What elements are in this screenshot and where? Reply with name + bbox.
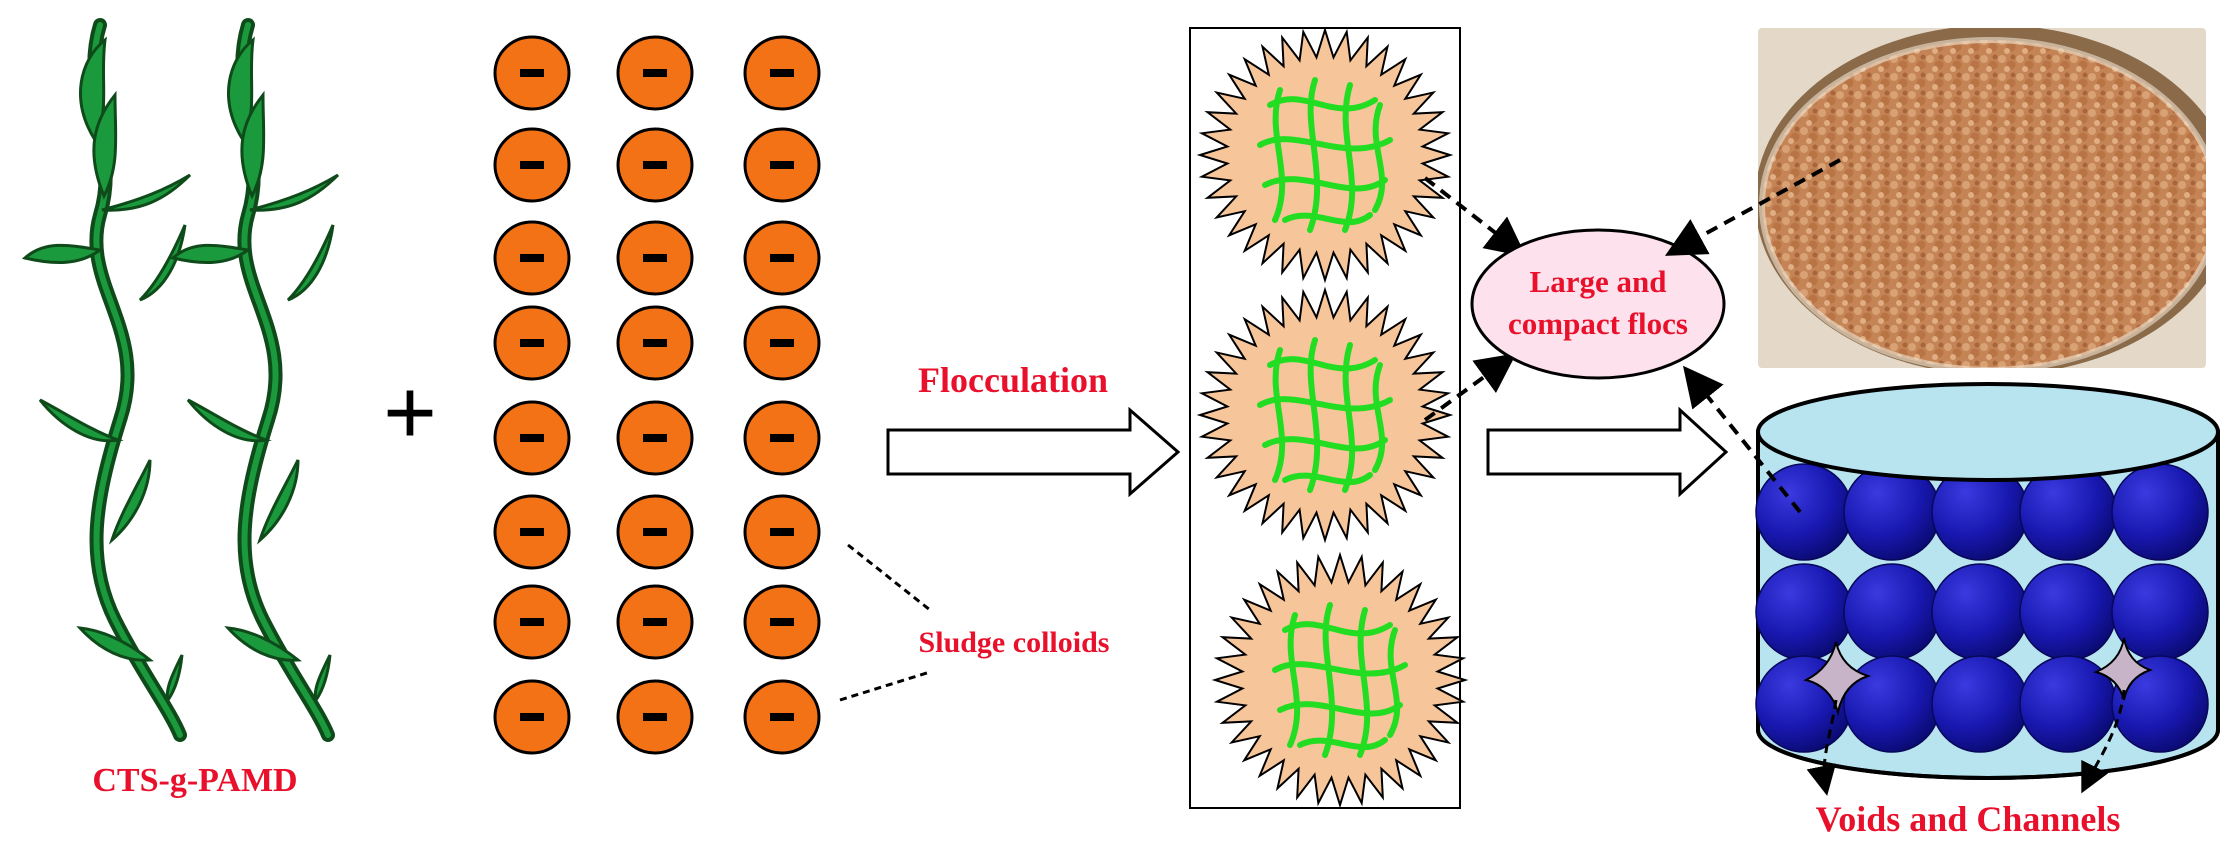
negative-charge-icon bbox=[493, 584, 571, 660]
negative-charge-icon bbox=[493, 679, 571, 755]
negative-charge-icon bbox=[616, 305, 694, 381]
floc-1 bbox=[1196, 26, 1454, 284]
negative-charge-icon bbox=[616, 127, 694, 203]
colloid-callout-line-upper bbox=[847, 543, 931, 612]
flocculation-arrow-icon bbox=[886, 406, 1181, 498]
sludge-colloid-grid bbox=[493, 35, 821, 755]
colloid-callout-line-lower bbox=[839, 670, 931, 702]
large-compact-flocs-ellipse bbox=[1470, 228, 1726, 380]
negative-charge-icon bbox=[616, 220, 694, 296]
leaf-2 bbox=[169, 243, 252, 264]
floc-photo bbox=[1758, 28, 2206, 368]
bead bbox=[2111, 463, 2209, 561]
packing-arrow-icon bbox=[1486, 406, 1729, 498]
void-arrow-right bbox=[2081, 689, 2126, 794]
void-arrow-left bbox=[1806, 699, 1838, 796]
negative-charge-icon bbox=[743, 400, 821, 476]
floc-to-ellipse-arrow-upper bbox=[1423, 176, 1527, 257]
leaf-3 bbox=[101, 173, 192, 212]
bead bbox=[2019, 563, 2117, 661]
leaf-7 bbox=[76, 626, 154, 662]
sludge-colloids-label: Sludge colloids bbox=[919, 626, 1110, 659]
plus-sign: + bbox=[383, 359, 438, 466]
negative-charge-icon bbox=[616, 35, 694, 111]
bead bbox=[1931, 655, 2029, 753]
negative-charge-icon bbox=[743, 584, 821, 660]
flocculation-label: Flocculation bbox=[918, 360, 1108, 400]
negative-charge-icon bbox=[743, 220, 821, 296]
leaf-1 bbox=[240, 90, 266, 200]
floc-to-ellipse-arrow-lower bbox=[1423, 353, 1517, 422]
flocs-label-line1: Large and bbox=[1530, 264, 1667, 299]
photo-to-ellipse-arrow bbox=[1664, 158, 1841, 256]
negative-charge-icon bbox=[743, 127, 821, 203]
polymer-label: CTS-g-PAMD bbox=[92, 762, 297, 799]
negative-charge-icon bbox=[616, 584, 694, 660]
star-void-icon-right bbox=[2092, 637, 2153, 701]
voids-channels-label: Voids and Channels bbox=[1816, 799, 2121, 839]
leaf-4 bbox=[186, 398, 272, 443]
floc-2 bbox=[1196, 286, 1454, 544]
packed-bed-cylinder bbox=[1755, 382, 2220, 780]
leaf-3 bbox=[249, 173, 340, 212]
negative-charge-icon bbox=[493, 400, 571, 476]
negative-charge-icon bbox=[616, 494, 694, 570]
cylinder-to-ellipse-arrow bbox=[1683, 365, 1802, 514]
leaf-1 bbox=[92, 90, 118, 200]
negative-charge-icon bbox=[743, 305, 821, 381]
negative-charge-icon bbox=[743, 679, 821, 755]
negative-charge-icon bbox=[743, 494, 821, 570]
polymer-chain-2 bbox=[169, 18, 340, 742]
flocs-group bbox=[1196, 26, 1469, 809]
leaf-7 bbox=[224, 626, 302, 662]
leaf-4 bbox=[38, 398, 124, 443]
negative-charge-icon bbox=[616, 679, 694, 755]
negative-charge-icon bbox=[493, 494, 571, 570]
leaf-6 bbox=[108, 459, 152, 545]
bead bbox=[1755, 463, 1853, 561]
negative-charge-icon bbox=[493, 35, 571, 111]
negative-charge-icon bbox=[493, 127, 571, 203]
negative-charge-icon bbox=[616, 400, 694, 476]
floc-3 bbox=[1211, 551, 1469, 809]
negative-charge-icon bbox=[743, 35, 821, 111]
bead bbox=[1931, 563, 2029, 661]
bead-packing bbox=[1755, 463, 2209, 753]
negative-charge-icon bbox=[493, 220, 571, 296]
cts-g-pamd-polymer-chains bbox=[21, 18, 340, 742]
leaf-5 bbox=[138, 224, 187, 302]
leaf-8 bbox=[165, 654, 184, 704]
leaf-8 bbox=[313, 654, 332, 704]
bead bbox=[1843, 563, 1941, 661]
bead bbox=[2111, 655, 2209, 753]
leaf-5 bbox=[286, 224, 335, 302]
star-void-icon-left bbox=[1803, 641, 1872, 716]
bead bbox=[1843, 655, 1941, 753]
leaf-2 bbox=[21, 243, 104, 264]
negative-charge-icon bbox=[493, 305, 571, 381]
polymer-chain-1 bbox=[21, 18, 192, 742]
flocs-label-line2: compact flocs bbox=[1508, 306, 1688, 341]
leaf-6 bbox=[256, 459, 300, 545]
